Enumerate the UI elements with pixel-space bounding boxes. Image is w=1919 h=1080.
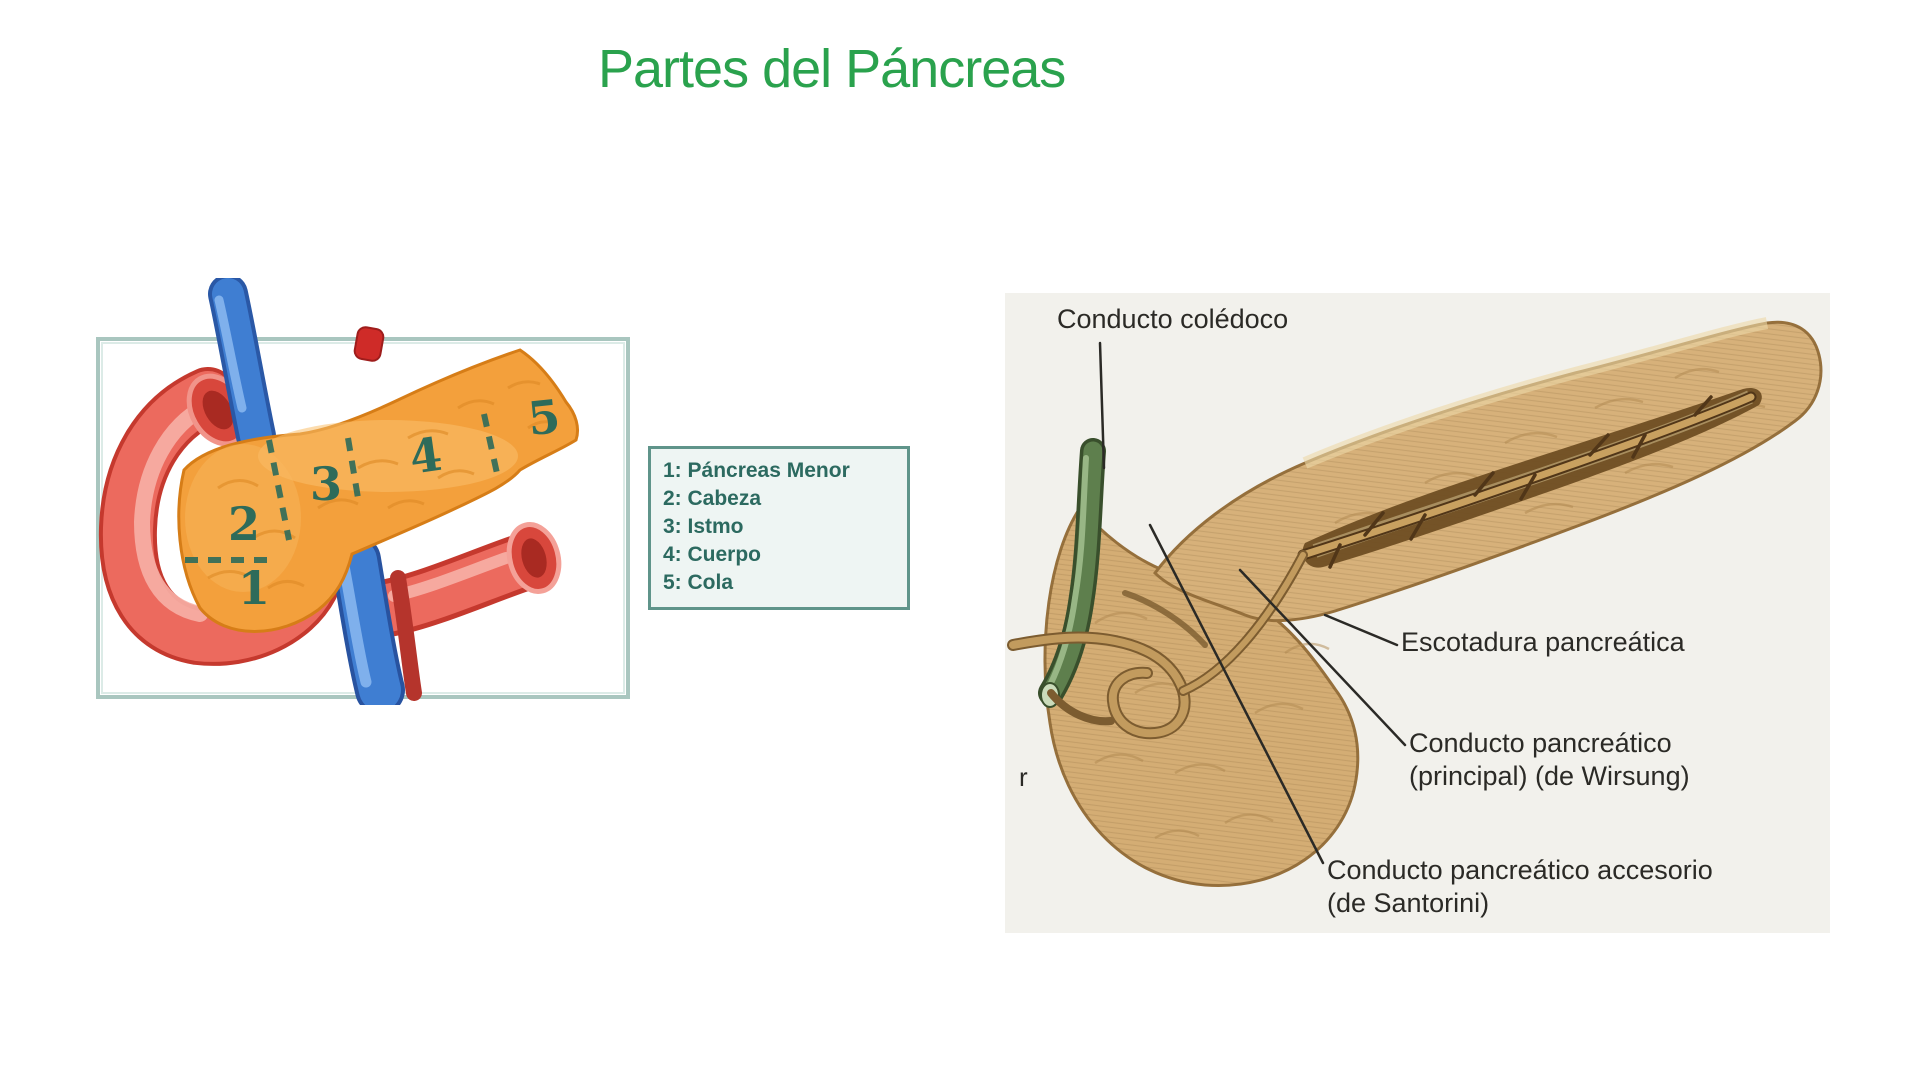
label-escotadura-pancreatica: Escotadura pancreática [1401, 627, 1685, 657]
pancreas-duct-figure: Conducto colédoco Escotadura pancreática… [1005, 293, 1830, 933]
leader-escotadura [1323, 613, 1399, 647]
label-conducto-wirsung: Conducto pancreático (principal) (de Wir… [1409, 728, 1690, 791]
leader-santorini [1148, 523, 1325, 865]
hepatic-artery-stub [353, 326, 385, 362]
label-conducto-santorini: Conducto pancreático accesorio (de Santo… [1327, 855, 1713, 918]
section-divider-lines [185, 413, 501, 563]
label-conducto-coledoco: Conducto colédoco [1057, 304, 1289, 334]
part-number-5: 5 [525, 389, 562, 446]
parts-legend: 1: Páncreas Menor 2: Cabeza 3: Istmo 4: … [648, 446, 910, 610]
portal-vein-upper [208, 278, 276, 456]
main-pancreatic-duct-shape [1297, 391, 1757, 569]
mesenteric-artery-shape [390, 570, 422, 701]
part-number-4: 4 [406, 427, 445, 485]
pancreas-shape [177, 348, 580, 633]
leader-wirsung [1238, 568, 1407, 747]
legend-item-4: 4: Cuerpo [663, 543, 762, 566]
pancreas-duct-drawing [1005, 293, 1830, 933]
part-number-1: 1 [238, 561, 270, 615]
pancreas-parts-drawing: 1 2 3 4 5 [96, 278, 630, 705]
leader-coledoco [1098, 341, 1106, 470]
portal-vein-lower [331, 535, 405, 705]
legend-item-3: 3: Istmo [663, 515, 744, 538]
part-number-2: 2 [228, 497, 260, 551]
leader-lines [1098, 341, 1407, 865]
label-stray-letter: r [1019, 762, 1028, 792]
head-vessels-shape [1007, 550, 1308, 740]
legend-item-5: 5: Cola [663, 571, 734, 594]
part-number-3: 3 [310, 457, 342, 511]
page-title: Partes del Páncreas [598, 39, 1066, 99]
legend-item-1: 1: Páncreas Menor [663, 459, 850, 482]
legend-item-2: 2: Cabeza [663, 487, 762, 510]
pancreas-parts-figure: 1 2 3 4 5 [88, 278, 645, 705]
pancreas-body-shape [1153, 317, 1823, 623]
